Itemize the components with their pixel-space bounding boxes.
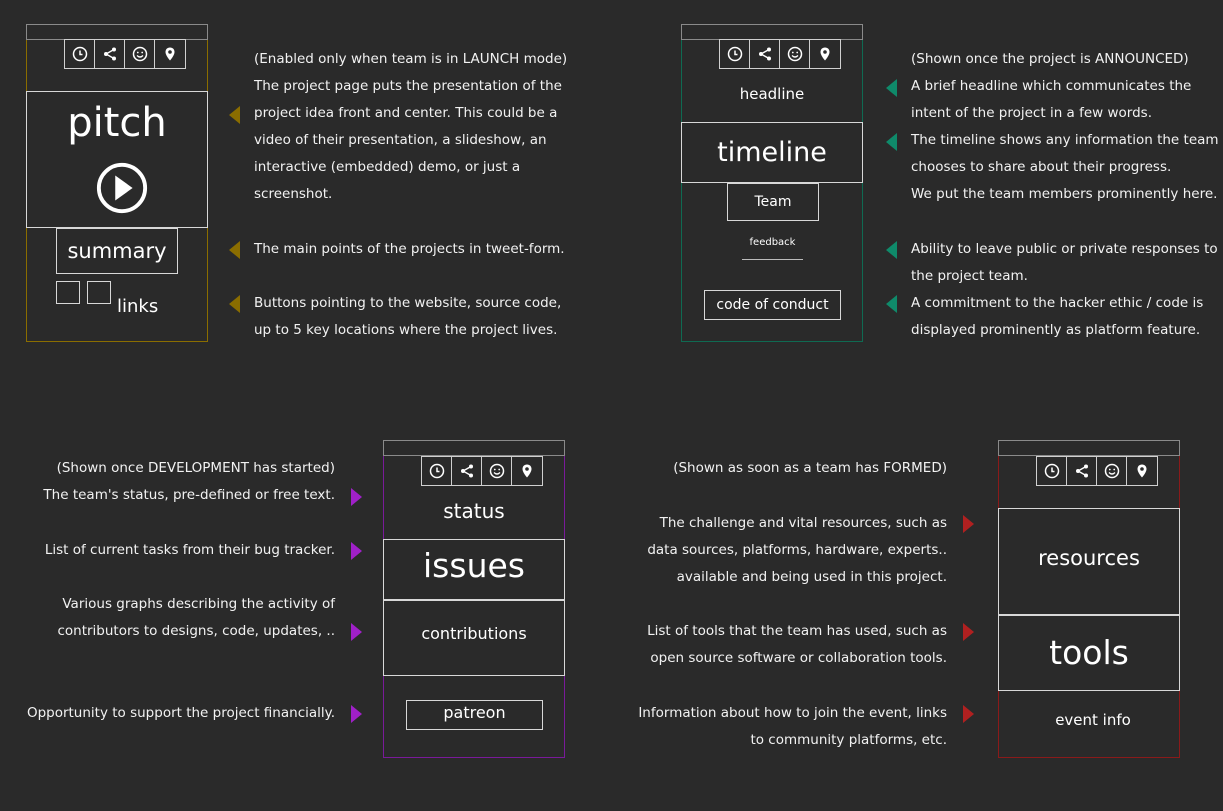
patreon-box[interactable]: patreon (406, 700, 543, 730)
launch-arrow-3 (229, 295, 240, 313)
development-arrow-1 (351, 488, 362, 506)
development-note-1: (Shown once DEVELOPMENT has started)The … (43, 460, 335, 503)
announced-arrow-2 (886, 133, 897, 151)
links-label: links (117, 296, 159, 317)
status-label: status (443, 499, 505, 523)
issues-box[interactable]: issues (383, 539, 565, 600)
development-arrow-2 (351, 542, 362, 560)
event-info-label: event info (1055, 711, 1131, 729)
share-icon[interactable] (452, 457, 482, 485)
location-pin-icon[interactable] (512, 457, 542, 485)
code-of-conduct-label: code of conduct (716, 297, 829, 313)
formed-phone-topbar (998, 440, 1180, 456)
location-pin-icon[interactable] (1127, 457, 1157, 485)
team-label: Team (754, 194, 792, 210)
announced-note-0: (Shown once the project is ANNOUNCED) (911, 51, 1189, 67)
launch-icon-bar (64, 39, 186, 69)
feedback-label[interactable]: feedback (749, 237, 796, 248)
clock-icon[interactable] (1037, 457, 1067, 485)
feedback-underline (742, 259, 803, 260)
announced-note-3: Ability to leave public or private respo… (911, 241, 1218, 284)
development-note-2: List of current tasks from their bug tra… (44, 542, 335, 558)
clock-icon[interactable] (422, 457, 452, 485)
launch-note-2: The main points of the projects in tweet… (254, 241, 565, 257)
clock-icon[interactable] (720, 40, 750, 68)
timeline-label: timeline (717, 137, 827, 168)
team-box[interactable]: Team (727, 183, 819, 221)
announced-note-2: The timeline shows any information the t… (911, 132, 1219, 202)
announced-phone-topbar (681, 24, 863, 40)
formed-icon-bar (1036, 456, 1158, 486)
development-note-3: Various graphs describing the activity o… (57, 596, 335, 639)
share-icon[interactable] (750, 40, 780, 68)
launch-phone-topbar (26, 24, 208, 40)
play-icon[interactable] (95, 161, 149, 215)
formed-note-3: Information about how to join the event,… (638, 705, 947, 748)
development-note-4: Opportunity to support the project finan… (26, 705, 335, 721)
formed-note-1: The challenge and vital resources, such … (647, 515, 947, 585)
formed-note-0: (Shown as soon as a team has FORMED) (673, 460, 947, 476)
clock-icon[interactable] (65, 40, 95, 68)
development-phone-topbar (383, 440, 565, 456)
share-icon[interactable] (95, 40, 125, 68)
resources-label: resources (1038, 546, 1140, 570)
formed-arrow-2 (963, 623, 974, 641)
formed-note-2: List of tools that the team has used, su… (647, 623, 947, 666)
smiley-icon[interactable] (1097, 457, 1127, 485)
location-pin-icon[interactable] (155, 40, 185, 68)
announced-note-4: A commitment to the hacker ethic / code … (911, 295, 1204, 338)
tools-box[interactable]: tools (998, 615, 1180, 691)
headline-label: headline (739, 85, 805, 103)
announced-arrow-3 (886, 241, 897, 259)
pitch-box[interactable]: pitch (26, 91, 208, 228)
formed-arrow-3 (963, 705, 974, 723)
patreon-label: patreon (443, 703, 506, 722)
launch-arrow-1 (229, 106, 240, 124)
smiley-icon[interactable] (482, 457, 512, 485)
formed-arrow-1 (963, 515, 974, 533)
launch-arrow-2 (229, 241, 240, 259)
issues-label: issues (423, 546, 525, 585)
announced-icon-bar (719, 39, 841, 69)
link-button-1[interactable] (56, 281, 80, 304)
development-icon-bar (421, 456, 543, 486)
launch-note-3: Buttons pointing to the website, source … (254, 295, 562, 338)
development-arrow-3 (351, 623, 362, 641)
smiley-icon[interactable] (780, 40, 810, 68)
resources-box[interactable]: resources (998, 508, 1180, 615)
summary-label: summary (67, 239, 167, 263)
pitch-label: pitch (67, 100, 167, 146)
development-arrow-4 (351, 705, 362, 723)
share-icon[interactable] (1067, 457, 1097, 485)
summary-box[interactable]: summary (56, 228, 178, 274)
code-of-conduct-box[interactable]: code of conduct (704, 290, 841, 320)
launch-note-1: (Enabled only when team is in LAUNCH mod… (254, 51, 568, 202)
location-pin-icon[interactable] (810, 40, 840, 68)
smiley-icon[interactable] (125, 40, 155, 68)
announced-arrow-1 (886, 79, 897, 97)
contributions-box[interactable]: contributions (383, 600, 565, 676)
timeline-box[interactable]: timeline (681, 122, 863, 183)
link-button-2[interactable] (87, 281, 111, 304)
contributions-label: contributions (421, 624, 527, 643)
announced-arrow-4 (886, 295, 897, 313)
tools-label: tools (1049, 632, 1129, 672)
